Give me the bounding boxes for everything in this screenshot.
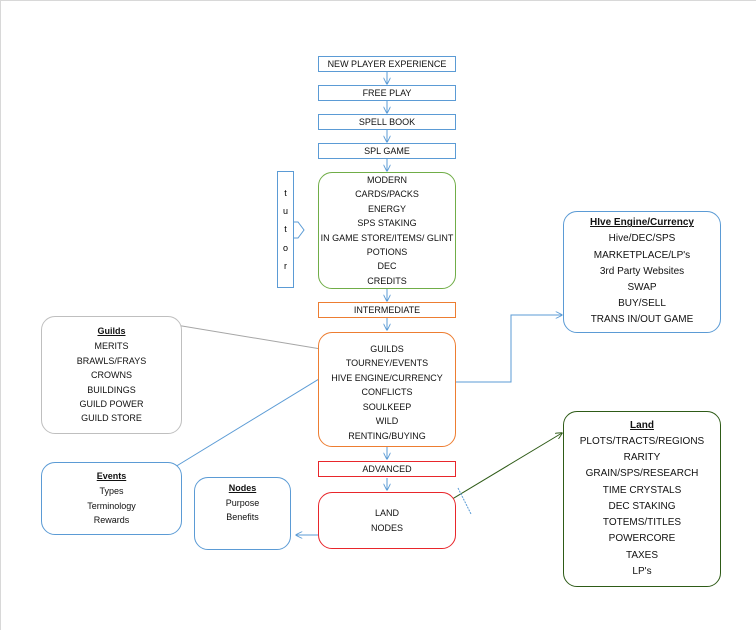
modern-item: DEC <box>377 261 397 272</box>
guilds-item: GUILD POWER <box>79 398 144 409</box>
land-connector-tick <box>457 487 472 515</box>
intermediate-item: HIVE ENGINE/CURRENCY <box>331 372 443 383</box>
tutor-box: t u t o r <box>277 171 294 288</box>
intermediate-item: TOURNEY/EVENTS <box>345 358 429 369</box>
nodes-box: Nodes Purpose Benefits <box>194 477 291 550</box>
free-play-label: FREE PLAY <box>362 88 412 98</box>
land-item: PLOTS/TRACTS/REGIONS <box>579 436 705 448</box>
tutor-letter: o <box>282 242 288 253</box>
new-player-experience-label: NEW PLAYER EXPERIENCE <box>327 59 447 69</box>
hive-engine-title: HIve Engine/Currency <box>590 217 694 229</box>
tutor-letter: t <box>284 224 287 235</box>
land-item: TAXES <box>625 549 659 561</box>
guilds-title: Guilds <box>97 326 126 337</box>
guilds-item: GUILD STORE <box>81 413 142 424</box>
land-item: TIME CRYSTALS <box>602 484 682 496</box>
guilds-item: CROWNS <box>91 370 132 381</box>
advanced-item: NODES <box>370 522 403 533</box>
spell-book-box: SPELL BOOK <box>318 114 456 130</box>
events-item: Terminology <box>87 500 136 511</box>
tutor-arrow <box>294 221 305 239</box>
hive-engine-item: SWAP <box>627 282 657 293</box>
arrow-to-events <box>170 367 338 470</box>
modern-item: CARDS/PACKS <box>355 189 419 200</box>
tutor-letter: t <box>284 188 287 199</box>
guilds-item: MERITS <box>94 341 129 352</box>
intermediate-label: INTERMEDIATE <box>353 305 421 315</box>
guilds-box: Guilds MERITS BRAWLS/FRAYS CROWNS BUILDI… <box>41 316 182 434</box>
guilds-item: BRAWLS/FRAYS <box>76 355 147 366</box>
nodes-item: Purpose <box>225 498 260 508</box>
modern-item: CREDITS <box>367 275 407 286</box>
intermediate-item: WILD <box>375 416 399 427</box>
hive-engine-item: TRANS IN/OUT GAME <box>590 314 694 326</box>
land-title: Land <box>630 420 654 432</box>
land-box: Land PLOTS/TRACTS/REGIONS RARITY GRAIN/S… <box>563 411 721 587</box>
hive-engine-item: 3rd Party Websites <box>599 265 685 277</box>
intermediate-item: SOULKEEP <box>362 401 412 412</box>
nodes-title: Nodes <box>228 483 257 493</box>
advanced-label: ADVANCED <box>362 464 412 474</box>
events-item: Rewards <box>93 515 130 526</box>
land-item: GRAIN/SPS/RESEARCH <box>585 468 699 480</box>
modern-item: MODERN <box>367 174 407 185</box>
advanced-box: ADVANCED <box>318 461 456 477</box>
hive-engine-item: MARKETPLACE/LP's <box>593 249 691 261</box>
modern-item: ENERGY <box>367 203 406 214</box>
modern-item: IN GAME STORE/ITEMS/ GLINT <box>320 232 454 243</box>
events-box: Events Types Terminology Rewards <box>41 462 182 535</box>
modern-item: POTIONS <box>366 246 408 257</box>
intermediate-item: GUILDS <box>370 344 404 355</box>
intermediate-box: INTERMEDIATE <box>318 302 456 318</box>
land-item: DEC STAKING <box>608 500 676 512</box>
new-player-experience-box: NEW PLAYER EXPERIENCE <box>318 56 456 72</box>
intermediate-item: RENTING/BUYING <box>348 430 426 441</box>
land-item: LP's <box>632 565 652 577</box>
events-item: Types <box>99 486 124 497</box>
arrow-to-hive-engine <box>450 315 562 383</box>
advanced-item: LAND <box>374 508 399 519</box>
nodes-item: Benefits <box>226 512 259 523</box>
spl-game-label: SPL GAME <box>364 146 410 156</box>
modern-item: SPS STAKING <box>357 218 417 229</box>
free-play-box: FREE PLAY <box>318 85 456 101</box>
advanced-content-box: LAND NODES <box>318 492 456 549</box>
tutor-letter: u <box>282 206 288 217</box>
spell-book-label: SPELL BOOK <box>358 117 416 127</box>
land-item: RARITY <box>623 452 661 464</box>
hive-engine-box: HIve Engine/Currency Hive/DEC/SPS MARKET… <box>563 211 721 333</box>
intermediate-item: CONFLICTS <box>361 387 413 398</box>
spl-game-box: SPL GAME <box>318 143 456 159</box>
guilds-item: BUILDINGS <box>87 384 136 395</box>
intermediate-content-box: GUILDS TOURNEY/EVENTS HIVE ENGINE/CURREN… <box>318 332 456 447</box>
modern-box: MODERN CARDS/PACKS ENERGY SPS STAKING IN… <box>318 172 456 289</box>
hive-engine-item: Hive/DEC/SPS <box>608 233 676 245</box>
tutor-letter: r <box>284 260 287 271</box>
hive-engine-item: BUY/SELL <box>618 298 666 310</box>
land-item: TOTEMS/TITLES <box>602 517 682 529</box>
events-title: Events <box>96 471 127 482</box>
land-item: POWERCORE <box>608 533 676 545</box>
arrow-to-guilds <box>170 324 346 354</box>
